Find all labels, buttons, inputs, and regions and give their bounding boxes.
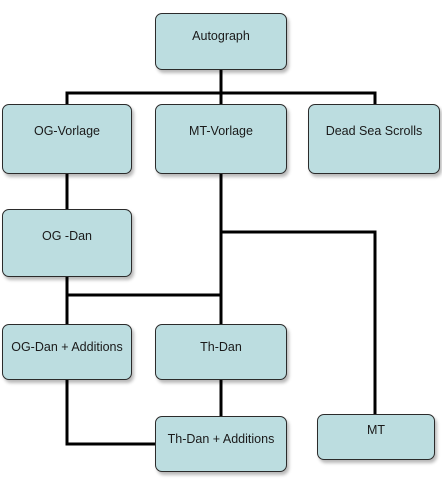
node-dead-sea-scrolls: Dead Sea Scrolls [308, 104, 440, 174]
node-og-vorlage: OG-Vorlage [2, 104, 132, 174]
edge-og-additions-to-th-additions [65, 378, 157, 446]
node-og-dan-additions: OG-Dan + Additions [2, 324, 132, 380]
node-th-dan: Th-Dan [155, 324, 287, 380]
node-mt-vorlage: MT-Vorlage [155, 104, 287, 174]
node-th-dan-additions: Th-Dan + Additions [155, 416, 287, 472]
node-og-dan: OG -Dan [2, 209, 132, 277]
edge-branch-to-mt [219, 230, 377, 416]
node-autograph: Autograph [155, 13, 287, 70]
node-mt: MT [317, 414, 435, 460]
